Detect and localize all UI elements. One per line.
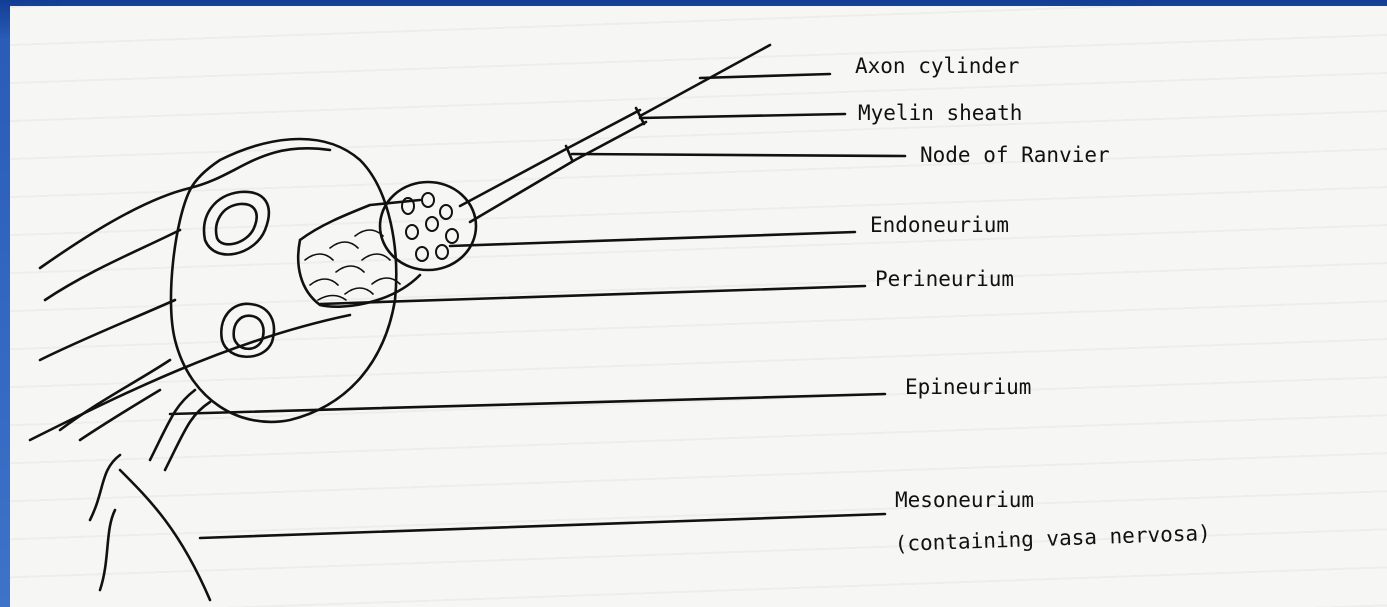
scanned-page: Axon cylinder Myelin sheath Node of Ranv… bbox=[10, 6, 1387, 607]
fascicle-upper-inner bbox=[216, 204, 257, 244]
label-epineurium: Epineurium bbox=[905, 375, 1031, 399]
axon-dots bbox=[402, 193, 458, 261]
label-mesoneurium-detail: (containing vasa nervosa) bbox=[894, 521, 1211, 556]
label-mesoneurium: Mesoneurium bbox=[895, 488, 1034, 512]
leader-myelin-sheath bbox=[640, 114, 845, 118]
node-of-ranvier-notch bbox=[566, 108, 644, 160]
myelin-sheath-tube bbox=[460, 110, 646, 222]
label-node-of-ranvier: Node of Ranvier bbox=[920, 143, 1110, 167]
fascicle-upper-outer bbox=[204, 192, 269, 255]
nerve-diagram: Axon cylinder Myelin sheath Node of Ranv… bbox=[10, 6, 1387, 607]
label-perineurium: Perineurium bbox=[875, 267, 1014, 291]
leader-mesoneurium bbox=[200, 514, 885, 538]
mesoneurium-strand-upper bbox=[40, 148, 330, 268]
perineurium-texture bbox=[305, 230, 400, 300]
perineurium-cylinder bbox=[298, 200, 420, 307]
mesoneurium-strand-wave bbox=[40, 300, 175, 360]
vessel-line-6 bbox=[100, 510, 115, 590]
label-myelin-sheath: Myelin sheath bbox=[858, 101, 1022, 125]
leader-axon-cylinder bbox=[700, 74, 830, 78]
mesoneurium-strand-upper-inner bbox=[45, 230, 180, 300]
leader-epineurium bbox=[170, 394, 885, 414]
label-axon-cylinder: Axon cylinder bbox=[855, 54, 1019, 78]
epineurium-outline bbox=[171, 139, 396, 422]
leader-endoneurium bbox=[450, 232, 855, 246]
label-endoneurium: Endoneurium bbox=[870, 213, 1009, 237]
vessel-line-7 bbox=[120, 470, 210, 600]
leader-node-of-ranvier bbox=[572, 154, 905, 156]
axon-cylinder-line bbox=[640, 45, 770, 116]
